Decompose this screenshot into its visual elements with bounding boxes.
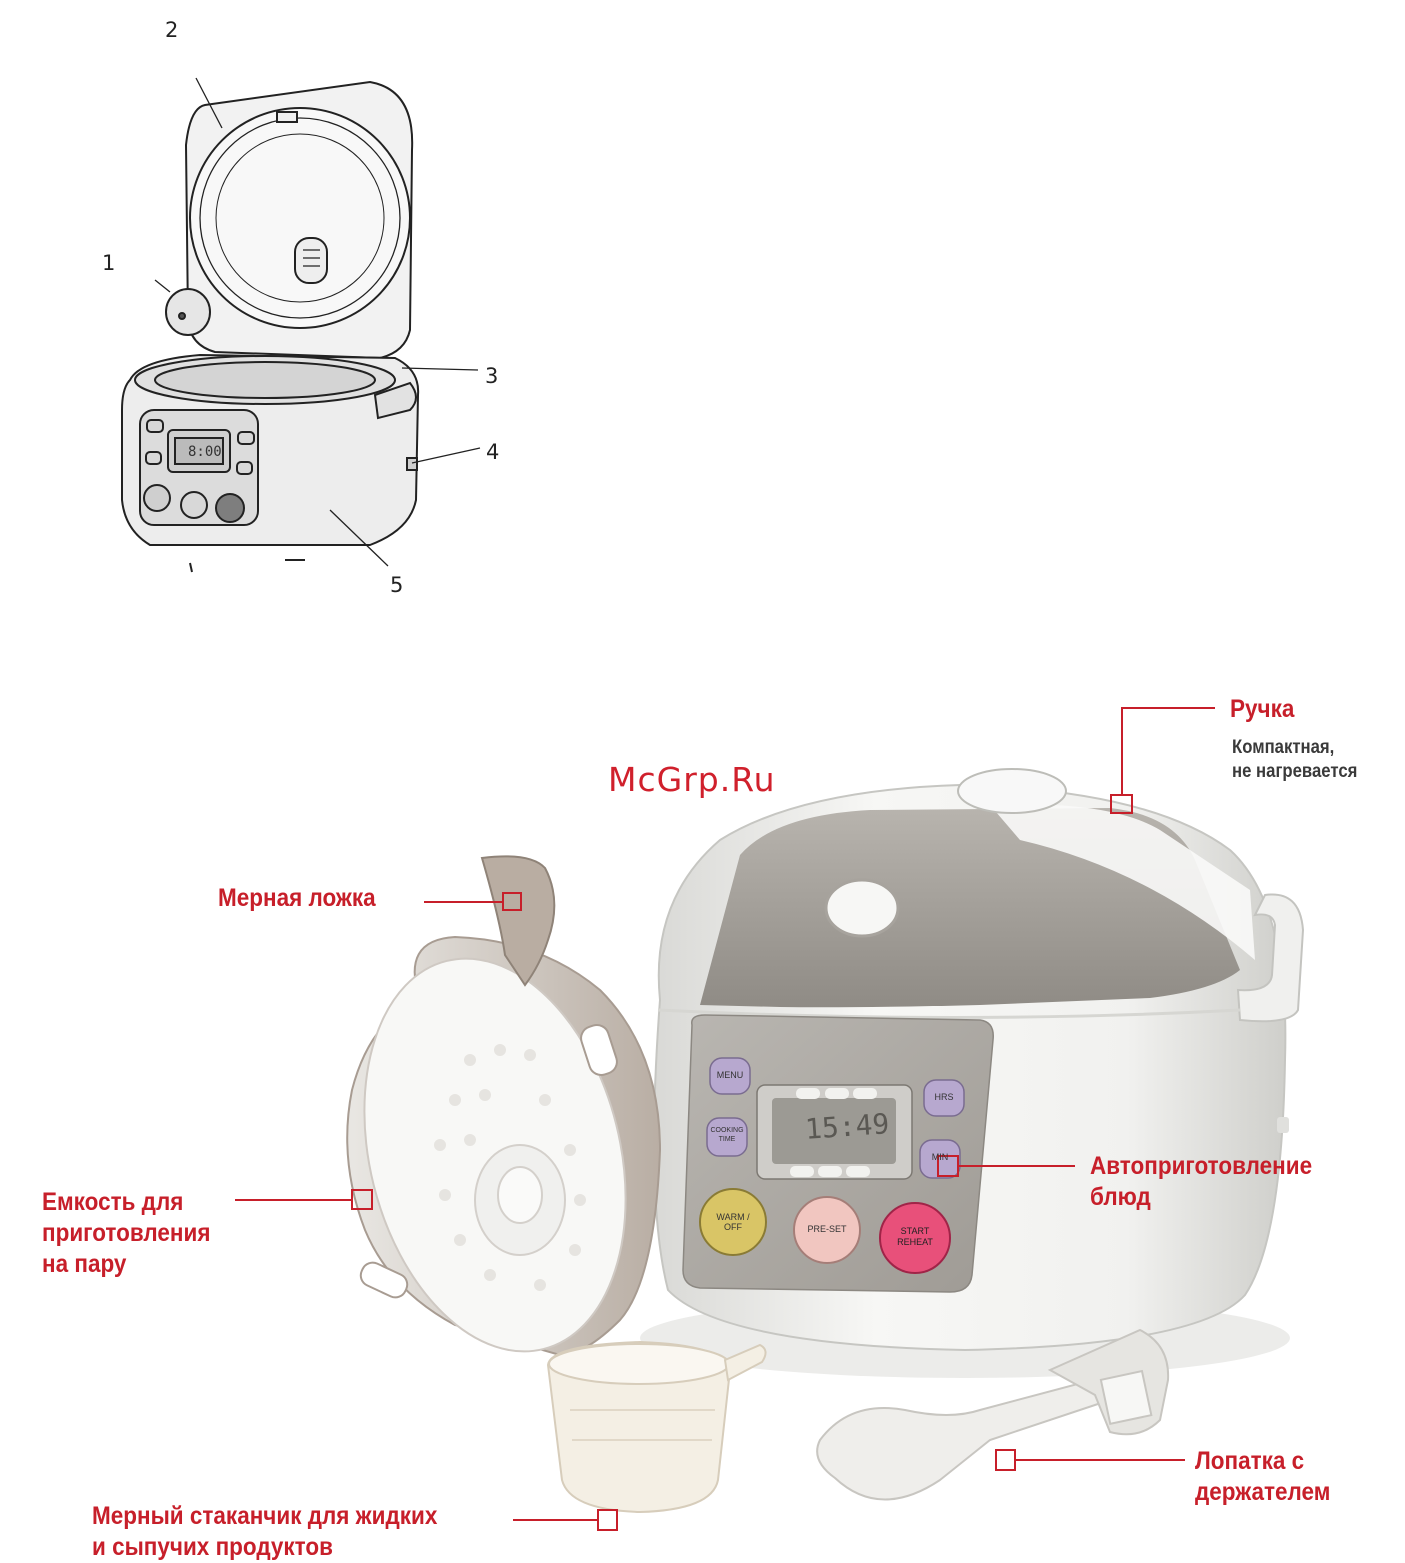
label-auto-line-2: блюд [1090,1182,1312,1213]
label-measuring-cup: Мерный стаканчик для жидких и сыпучих пр… [92,1501,437,1563]
label-auto-line-1: Автоприготовление [1090,1151,1312,1182]
min-button-label: MIN [924,1152,956,1162]
photo-display-text: 15:49 [804,1107,890,1146]
label-paddle-line-2: держателем [1195,1477,1330,1508]
label-steamer: Емкость для приготовления на пару [42,1187,210,1280]
start-reheat-button-label: START REHEAT [885,1226,945,1248]
label-steamer-line-3: на пару [42,1249,210,1280]
cooking-time-button-label: COOKING TIME [709,1126,745,1144]
lid-button [826,880,898,936]
steamer-basket [325,931,664,1380]
line-drawing-rice-cooker [122,78,480,572]
label-handle-title: Ручка [1230,694,1294,725]
label-paddle: Лопатка с держателем [1195,1446,1330,1508]
label-handle-desc-line-1: Компактная, [1232,736,1357,760]
part-number-5: 5 [390,575,403,596]
part-number-3: 3 [485,366,498,387]
label-spoon-line-1: Мерная ложка [218,883,376,914]
callout-marker-paddle [996,1450,1015,1470]
label-measuring-spoon: Мерная ложка [218,883,376,914]
drawing-steam-valve [166,289,210,335]
measuring-cup [548,1342,766,1512]
label-handle-desc-line-2: не нагревается [1232,760,1357,784]
callout-line-handle [1122,708,1215,795]
label-auto-cooking: Автоприготовление блюд [1090,1151,1312,1213]
warm-off-button-label: WARM / OFF [710,1212,756,1232]
drawing-display-text: 8:00 [188,444,222,460]
preset-button-label: PRE-SET [802,1224,852,1234]
watermark: McGrp.Ru [608,760,776,799]
label-cup-line-2: и сыпучих продуктов [92,1532,437,1563]
part-number-1: 1 [102,253,115,274]
label-steamer-line-1: Емкость для [42,1187,210,1218]
menu-button-label: MENU [714,1070,746,1080]
label-paddle-line-1: Лопатка с [1195,1446,1330,1477]
callout-marker-cup [598,1510,617,1530]
part-number-4: 4 [486,442,499,463]
label-steamer-line-2: приготовления [42,1218,210,1249]
hrs-button-label: HRS [928,1092,960,1102]
label-cup-line-1: Мерный стаканчик для жидких [92,1501,437,1532]
part-number-2: 2 [165,20,178,41]
label-handle-desc: Компактная, не нагревается [1232,736,1357,784]
steam-vent [958,769,1066,813]
